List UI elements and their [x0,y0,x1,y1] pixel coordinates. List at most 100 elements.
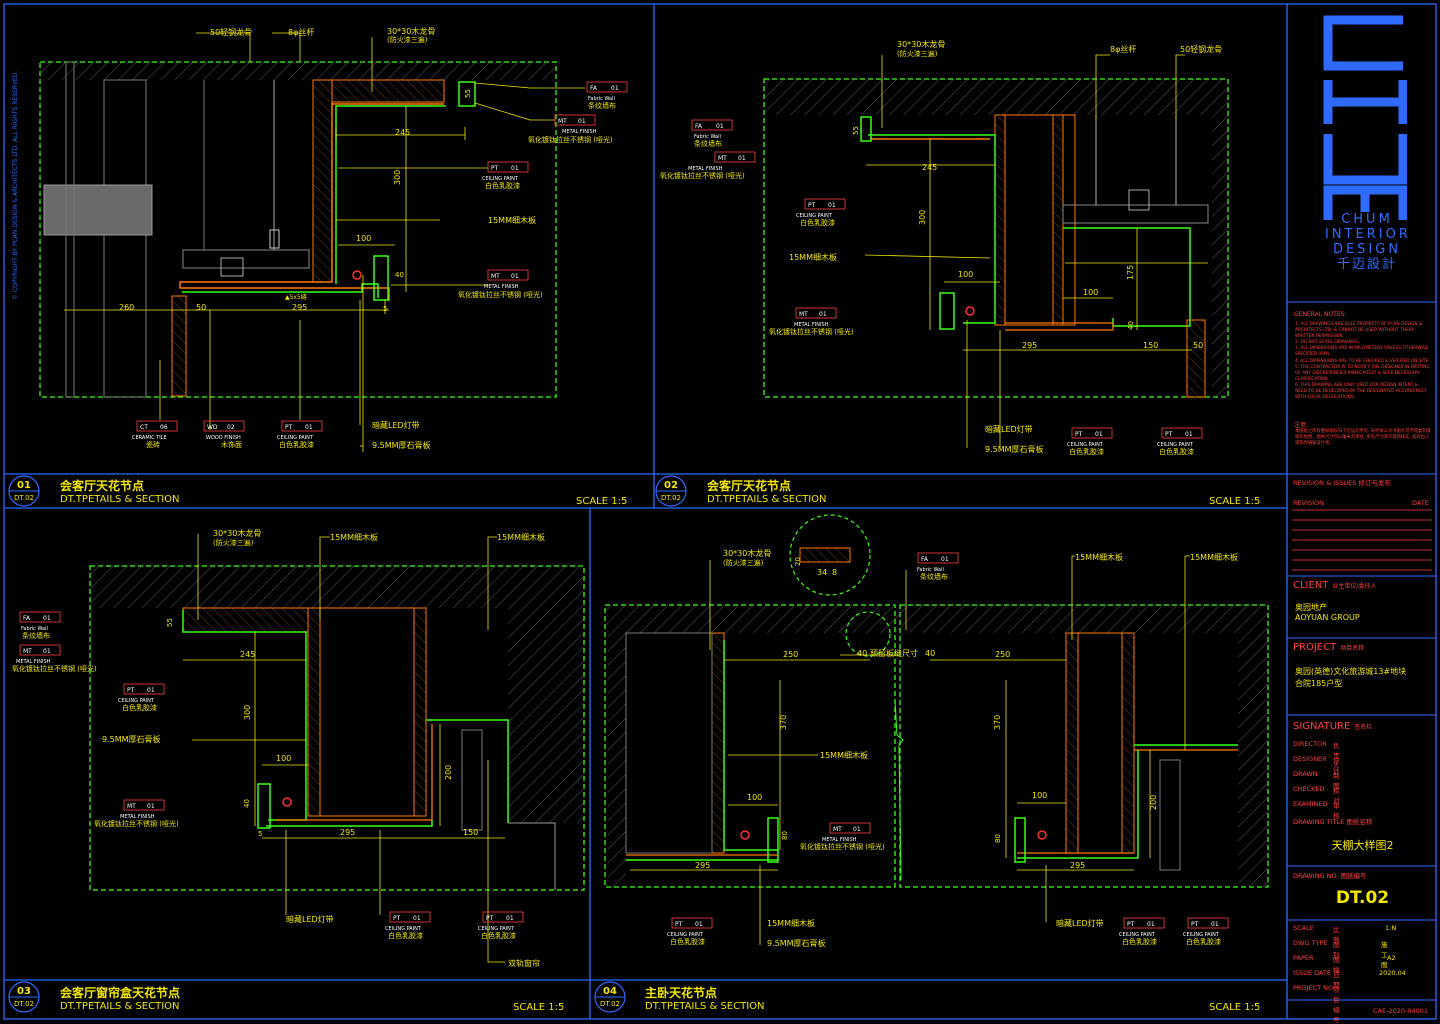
dim: 295 [340,828,355,837]
svg-text:CEILING PAINT: CEILING PAINT [482,176,519,182]
svg-text:CT: CT [140,424,148,431]
dim: 40 [1127,321,1135,330]
finish-tag-pt3: PT 01 CEILING PAINT 白色乳胶漆 [1157,427,1203,456]
callout-board: 15MM细木板 [767,918,815,928]
dim: 300 [918,210,927,225]
finish-tag-mt2: MT 01 METAL FINISH 氧化镀钛拉丝不锈钢 (哑光) [769,307,854,336]
dim: 100 [356,234,371,243]
callout-gypsum: 9.5MM厚石膏板 [372,440,431,450]
client-en: AOYUAN GROUP [1295,613,1360,622]
detail-03: 245 300 100 295 200 150 55 40 5 30*30木龙骨… [12,528,585,968]
svg-text:氧化镀钛拉丝不锈钢 (哑光): 氧化镀钛拉丝不锈钢 (哑光) [660,171,745,180]
callout-wood: 30*30木龙骨 [897,39,945,49]
finish-tag-pt2: PT 01 CEILING PAINT 白色乳胶漆 [385,911,431,940]
callout-fire: (防火漆三遍) [897,49,938,58]
panel-ref: DT.02 [661,494,681,502]
panel-title: 会客厅窗帘盒天花节点 [60,985,180,1000]
svg-text:氧化镀钛拉丝不锈钢 (哑光): 氧化镀钛拉丝不锈钢 (哑光) [800,842,885,851]
panel-title-03: 03 DT.02 会客厅窗帘盒天花节点 DT.TPETAILS & SECTIO… [8,981,564,1013]
callout-wood: 30*30木龙骨 [723,548,771,558]
title-block-lines [1287,301,1436,1001]
svg-text:CEILING PAINT: CEILING PAINT [1183,932,1220,938]
dim: 5 [258,830,262,838]
dim: 250 [995,650,1010,659]
callout-board: 15MM细木板 [497,532,545,542]
svg-text:瓷砖: 瓷砖 [146,440,160,449]
detail-04: 250 370 100 295 250 370 100 295 200 40 4… [604,514,1269,948]
drawing-no: DT.02 [1335,888,1390,908]
dim: 370 [993,715,1002,730]
svg-text:01: 01 [611,85,619,92]
dim: 200 [444,765,453,780]
panel-scale: SCALE 1:5 [1209,496,1260,507]
svg-text:氧化镀钛拉丝不锈钢 (哑光): 氧化镀钛拉丝不锈钢 (哑光) [458,290,543,299]
finish-tag-pt: PT 01 CEILING PAINT 白色乳胶漆 [482,161,529,190]
svg-text:01: 01 [1211,921,1219,928]
svg-text:01: 01 [853,826,861,833]
svg-text:FA: FA [23,615,31,622]
svg-text:01: 01 [1147,921,1155,928]
svg-text:木饰面: 木饰面 [221,440,242,449]
svg-text:条纹墙布: 条纹墙布 [588,101,616,110]
panel-num: 01 [17,480,31,491]
panel-subtitle: DT.TPETAILS & SECTION [60,1001,180,1012]
panel-subtitle: DT.TPETAILS & SECTION [60,494,180,505]
callout-board: 15MM细木板 [820,750,868,760]
finish-tag-pt: PT 01 CEILING PAINT 白色乳胶漆 [796,198,846,227]
sheet-frame [3,3,1437,1020]
svg-text:氧化镀钛拉丝不锈钢 (哑光): 氧化镀钛拉丝不锈钢 (哑光) [528,135,613,144]
svg-text:01: 01 [413,915,421,922]
svg-text:MT: MT [127,803,136,810]
svg-text:PT: PT [491,165,499,172]
panel-title-02: 02 DT.02 会客厅天花节点 DT.TPETAILS & SECTION S… [655,475,1260,507]
svg-text:白色乳胶漆: 白色乳胶漆 [481,931,516,940]
svg-text:METAL FINISH: METAL FINISH [16,659,51,665]
dim: 20 [794,557,802,566]
dim: 150 [463,828,478,837]
finish-tag-mt: MT 01 METAL FINISH 氧化镀钛拉丝不锈钢 (哑光) [800,822,885,851]
svg-text:CEILING PAINT: CEILING PAINT [796,213,833,219]
callout-keel: 50轻钢龙骨 [210,27,252,37]
svg-text:Fabric Wall: Fabric Wall [21,626,48,632]
panel-subtitle: DT.TPETAILS & SECTION [707,494,827,505]
panel-title: 会客厅天花节点 [60,478,144,493]
svg-text:PT: PT [1127,921,1135,928]
dim: 175 [1126,265,1135,280]
dim: 80 [781,831,789,840]
finish-tag-pt3: PT 01 CEILING PAINT 白色乳胶漆 [478,911,524,940]
logo [1323,12,1408,220]
panel-title: 会客厅天花节点 [707,478,791,493]
callout-rod: 8φ丝杆 [1110,44,1136,54]
finish-tag-pt3: PT 01 CEILING PAINT 白色乳胶漆 [1183,917,1229,946]
svg-text:METAL FINISH: METAL FINISH [120,814,155,820]
svg-text:WD: WD [207,424,218,431]
svg-text:06: 06 [160,424,168,431]
panel-ref: DT.02 [14,494,34,502]
dim: 80 [994,834,1002,843]
dim: 50 [196,303,206,312]
callout-board: 15MM细木板 [1075,552,1123,562]
callout-board: 15MM细木板 [488,215,536,225]
finish-tag-fa: FA 01 Fabric Wall 条纹墙布 [19,611,61,640]
revision-header: REVISION & ISSUES 修订与发布 [1293,479,1391,487]
logo-mark-icon [1323,15,1408,220]
svg-text:PT: PT [393,915,401,922]
svg-text:氧化镀钛拉丝不锈钢 (哑光): 氧化镀钛拉丝不锈钢 (哑光) [769,327,854,336]
callout-fire: (防火漆三遍) [387,35,428,44]
finish-tag-fa: FA 01 Fabric Wall 条纹墙布 [917,552,959,581]
callout-rod: 8φ丝杆 [288,27,314,37]
callout-led: 暗藏LED灯带 [985,424,1033,434]
svg-text:01: 01 [828,202,836,209]
dim: 50 [1193,341,1203,350]
callout-reserve: 预留板缝尺寸 [870,648,918,658]
callout-board: 15MM细木板 [789,252,837,262]
dim: 245 [922,163,937,172]
finish-tag-mt2: MT 01 METAL FINISH 氧化镀钛拉丝不锈钢 (哑光) [458,269,543,299]
svg-text:FA: FA [695,123,703,130]
detail-01: 245 300 100 260 50 295 55 40 5 ▲5x5缝 50轻… [39,26,628,452]
svg-text:WOOD FINISH: WOOD FINISH [206,435,241,441]
svg-text:01: 01 [578,118,586,125]
svg-text:01: 01 [43,648,51,655]
svg-text:CEILING PAINT: CEILING PAINT [667,932,704,938]
